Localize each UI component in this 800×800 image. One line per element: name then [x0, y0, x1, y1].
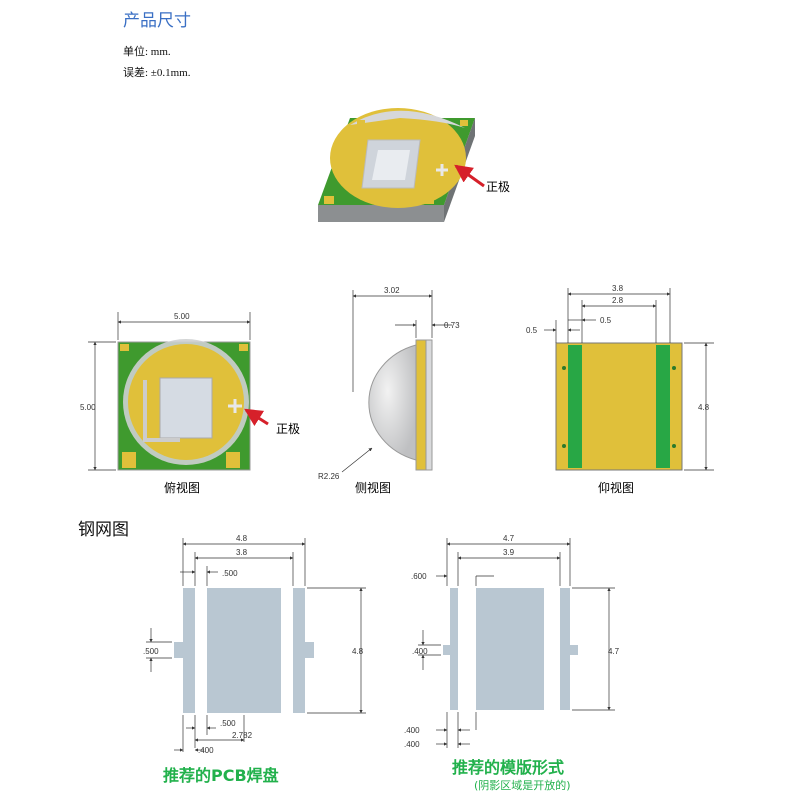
dim-pcb-center: 2.782	[232, 731, 253, 740]
dim-bot-outer: 3.8	[612, 284, 624, 293]
dim-top-height: 5.00	[80, 403, 96, 412]
dim-side-board: 0.73	[444, 321, 460, 330]
dim-side-radius: R2.26	[318, 472, 340, 481]
stencil-note: (阴影区域是开放的)	[474, 779, 571, 792]
positive-label-top: 正极	[276, 422, 300, 436]
dim-bot-inner: 0.5	[600, 316, 612, 325]
page-title: 产品尺寸	[123, 11, 191, 31]
dim-stencil-b1: .400	[404, 726, 420, 735]
dim-pcb-height: 4.8	[352, 647, 364, 656]
positive-label-3d: 正极	[486, 180, 510, 194]
dim-pcb-gap: .500	[222, 569, 238, 578]
dim-pcb-gap2: .500	[220, 719, 236, 728]
stencil-caption: 推荐的模版形式	[452, 758, 565, 777]
dim-side-total: 3.02	[384, 286, 400, 295]
dim-bot-mid: 2.8	[612, 296, 624, 305]
bottom-view	[544, 288, 714, 471]
stencil-section-title: 钢网图	[78, 520, 129, 540]
dim-pcb-edge: .400	[198, 746, 214, 755]
dim-top-width: 5.00	[174, 312, 190, 321]
positive-arrow-top	[244, 408, 269, 427]
dim-bot-height: 4.8	[698, 403, 710, 412]
dim-stencil-inner: 3.9	[503, 548, 515, 557]
pcb-pad-drawing	[146, 538, 366, 752]
dim-stencil-width: 4.7	[503, 534, 515, 543]
dim-pcb-width: 4.8	[236, 534, 248, 543]
dim-pcb-tab: .500	[143, 647, 159, 656]
pcb-pad-caption: 推荐的PCB焊盘	[163, 766, 279, 785]
led-3d-render	[318, 108, 485, 222]
dim-stencil-height: 4.7	[608, 647, 620, 656]
stencil-drawing	[418, 538, 615, 748]
dim-stencil-tab: .400	[412, 647, 428, 656]
top-view	[88, 312, 269, 471]
caption-side-view: 侧视图	[355, 480, 391, 495]
unit-note: 单位: mm.	[123, 46, 171, 58]
dim-bot-left: 0.5	[526, 326, 538, 335]
dim-stencil-b2: .400	[404, 740, 420, 749]
dim-stencil-top: .600	[411, 572, 427, 581]
positive-arrow-3d	[454, 164, 485, 188]
dim-pcb-inner: 3.8	[236, 548, 248, 557]
side-view	[341, 290, 452, 473]
tolerance-note: 误差: ±0.1mm.	[123, 67, 191, 79]
caption-bottom-view: 仰视图	[598, 480, 634, 495]
caption-top-view: 俯视图	[164, 480, 200, 495]
